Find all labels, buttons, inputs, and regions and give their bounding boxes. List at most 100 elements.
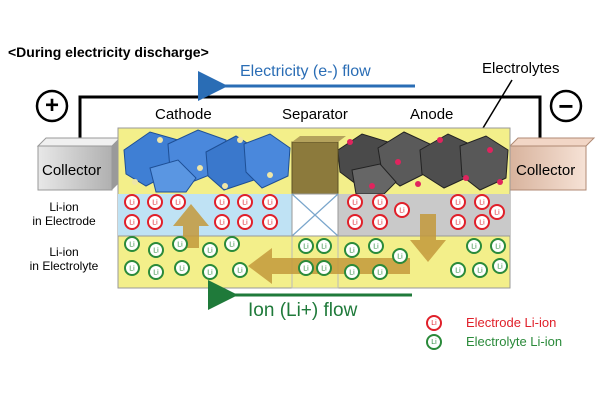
ion-flow-label: Ion (Li+) flow (248, 300, 358, 321)
svg-text:Li: Li (479, 220, 485, 227)
svg-text:Li: Li (377, 200, 383, 207)
electrolyte-li-ion: Li (202, 242, 218, 258)
collector-right-label: Collector (516, 162, 576, 179)
svg-text:Li: Li (479, 200, 485, 207)
electrode-li-ion: Li (474, 194, 490, 210)
svg-text:Li: Li (321, 244, 327, 251)
svg-text:Li: Li (495, 244, 501, 251)
electrolyte-li-ion: Li (124, 260, 140, 276)
svg-text:Li: Li (303, 244, 309, 251)
anode-label: Anode (410, 106, 454, 123)
electrolyte-li-ion: Li (124, 236, 140, 252)
svg-text:Li: Li (175, 200, 181, 207)
svg-text:Li: Li (129, 266, 135, 273)
electrode-li-ion: Li (237, 214, 253, 230)
svg-text:Li: Li (349, 270, 355, 277)
external-circuit-wire (78, 95, 542, 140)
svg-text:Li: Li (455, 200, 461, 207)
electrolyte-li-ion: Li (298, 260, 314, 276)
electrolyte-li-ion: Li (298, 238, 314, 254)
svg-text:Li: Li (377, 270, 383, 277)
svg-text:Li: Li (455, 268, 461, 275)
svg-text:Li: Li (267, 200, 273, 207)
electrode-li-ion: Li (214, 214, 230, 230)
cathode-particles (123, 129, 291, 193)
electrolyte-li-ion: Li (316, 260, 332, 276)
electrolyte-li-ion: Li (392, 248, 408, 264)
electrolyte-li-ion: Li (344, 264, 360, 280)
electrode-li-ion: Li (214, 194, 230, 210)
electrode-li-ion: Li (237, 194, 253, 210)
svg-text:Li: Li (219, 220, 225, 227)
diagram-title: <During electricity discharge> (8, 44, 209, 60)
electrolyte-li-ion-legend-icon: Li (426, 334, 442, 350)
electrode-li-ion-legend-icon: Li (426, 315, 442, 331)
electrolytes-pointer (479, 79, 513, 134)
cathode-label: Cathode (155, 106, 212, 123)
electrode-li-ion-legend-label: Electrode Li-ion (466, 315, 557, 330)
svg-text:Li: Li (352, 200, 358, 207)
electrolyte-li-ion: Li (466, 238, 482, 254)
electrolyte-li-ion: Li (232, 262, 248, 278)
svg-text:Li: Li (242, 200, 248, 207)
svg-text:Li: Li (152, 220, 158, 227)
electrolyte-li-ion: Li (224, 236, 240, 252)
svg-text:Li: Li (377, 220, 383, 227)
separator-label: Separator (282, 106, 348, 123)
electrolyte-li-ion: Li (172, 236, 188, 252)
svg-text:Li: Li (219, 200, 225, 207)
right-collector (508, 137, 596, 191)
electrolyte-li-ion: Li (490, 238, 506, 254)
svg-text:Li: Li (179, 266, 185, 273)
electrolyte-li-ion: Li (372, 264, 388, 280)
electrode-li-ion: Li (372, 214, 388, 230)
electrolyte-li-ion: Li (450, 262, 466, 278)
li-ion-electrode-label-line2: in Electrode (32, 214, 96, 228)
positive-terminal (35, 89, 69, 123)
svg-text:Li: Li (153, 248, 159, 255)
svg-text:Li: Li (477, 268, 483, 275)
li-ion-electrolyte-label-line1: Li-ion (49, 245, 79, 259)
plus-sign: + (44, 92, 59, 119)
svg-text:Li: Li (321, 266, 327, 273)
svg-text:Li: Li (242, 220, 248, 227)
electrode-li-ion: Li (147, 194, 163, 210)
svg-text:Li: Li (494, 210, 500, 217)
separator-cross (291, 193, 339, 237)
electrode-li-ion: Li (262, 214, 278, 230)
svg-text:Li: Li (129, 242, 135, 249)
electrolyte-li-ion: Li (148, 242, 164, 258)
electrode-li-ion: Li (474, 214, 490, 230)
svg-text:Li: Li (207, 248, 213, 255)
ion-movement-arrow-anode (410, 214, 446, 262)
electrode-li-ion: Li (372, 194, 388, 210)
electrolyte-li-ion-legend-label: Electrolyte Li-ion (466, 334, 563, 349)
svg-text:Li: Li (352, 220, 358, 227)
electricity-flow-label: Electricity (e-) flow (240, 63, 371, 80)
electrolyte-li-ion: Li (316, 238, 332, 254)
electrolyte-li-ion: Li (148, 264, 164, 280)
negative-terminal (549, 89, 583, 123)
electrode-li-ion: Li (124, 194, 140, 210)
electrolytes-label: Electrolytes (482, 60, 560, 77)
electrode-li-ion: Li (347, 214, 363, 230)
anode-particles (337, 131, 509, 195)
electrode-li-ion: Li (170, 194, 186, 210)
svg-text:Li: Li (471, 244, 477, 251)
electrode-li-ion: Li (347, 194, 363, 210)
svg-text:Li: Li (397, 254, 403, 261)
svg-text:Li: Li (153, 270, 159, 277)
svg-text:Li: Li (303, 266, 309, 273)
electrode-li-ion: Li (147, 214, 163, 230)
separator-block (291, 136, 346, 195)
svg-text:Li: Li (399, 208, 405, 215)
electrolyte-li-ion: Li (202, 264, 218, 280)
electrode-li-ion: Li (124, 214, 140, 230)
svg-text:Li: Li (129, 220, 135, 227)
electrode-li-ion: Li (450, 214, 466, 230)
li-ion-electrolyte-label-line2: in Electrolyte (29, 259, 99, 273)
svg-text:Li: Li (373, 244, 379, 251)
electrode-li-ion: Li (450, 194, 466, 210)
